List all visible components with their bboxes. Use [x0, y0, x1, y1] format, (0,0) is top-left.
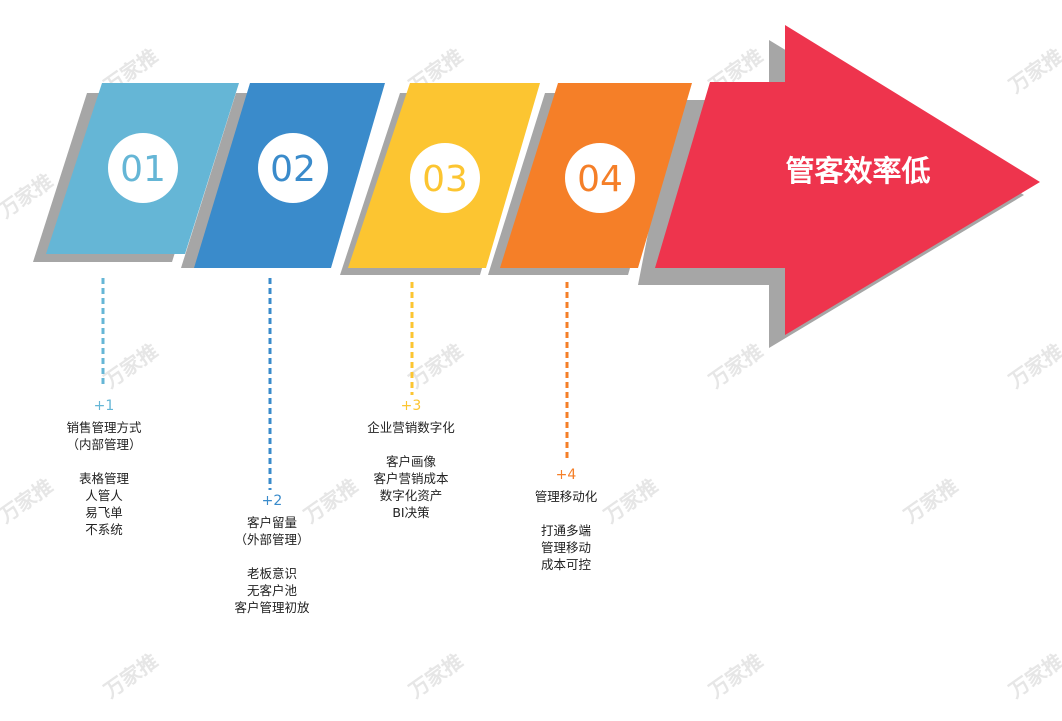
step-4-shape: 04 — [488, 83, 692, 275]
step-1-item: 易飞单 — [85, 505, 123, 520]
step-2-text: +2 客户留量 （外部管理） 老板意识 无客户池 客户管理初放 — [222, 493, 322, 616]
step-3-badge: 03 — [422, 159, 468, 200]
step-1-text: +1 销售管理方式 （内部管理） 表格管理 人管人 易飞单 不系统 — [52, 398, 156, 538]
step-3-item: 客户营销成本 — [373, 471, 449, 486]
step-1-item: 不系统 — [85, 522, 123, 537]
step-1-shape: 01 — [33, 83, 239, 262]
step-1-title: 销售管理方式 — [66, 420, 142, 435]
step-1-item: 表格管理 — [78, 471, 129, 486]
step-2-badge: 02 — [270, 149, 316, 190]
step-1-badge-circle — [108, 133, 178, 203]
step-2-subtitle: （外部管理） — [234, 532, 310, 547]
step-3-text: +3 企业营销数字化 客户画像 客户营销成本 数字化资产 BI决策 — [356, 398, 466, 521]
arrow-group: 管客效率低 — [638, 25, 1040, 348]
step-4-item: 管理移动 — [540, 540, 591, 555]
step-2-item: 老板意识 — [246, 566, 297, 581]
arrow-title: 管客效率低 — [785, 154, 930, 188]
step-3-item: 数字化资产 — [379, 488, 443, 503]
step-4-text: +4 管理移动化 打通多端 管理移动 成本可控 — [516, 467, 616, 573]
step-3-badge-circle — [410, 143, 480, 213]
step-2-item: 客户管理初放 — [234, 600, 310, 615]
step-2-shape: 02 — [181, 83, 385, 268]
step-1-number: +1 — [93, 398, 115, 414]
arrow-shape — [655, 25, 1040, 335]
step-2-number: +2 — [261, 493, 283, 509]
step-2-badge-circle — [258, 133, 328, 203]
step-3-title: 企业营销数字化 — [367, 420, 455, 435]
step-2-title: 客户留量 — [246, 515, 297, 530]
step-1-badge: 01 — [120, 149, 166, 190]
step-3-item: BI决策 — [392, 505, 430, 520]
step-1-item: 人管人 — [85, 488, 123, 503]
step-4-item: 成本可控 — [540, 557, 591, 572]
step-2-item: 无客户池 — [246, 583, 297, 598]
step-4-number: +4 — [555, 467, 577, 483]
step-4-title: 管理移动化 — [534, 489, 598, 504]
step-3-shape: 03 — [340, 83, 540, 275]
step-3-item: 客户画像 — [385, 454, 436, 469]
step-1-subtitle: （内部管理） — [66, 437, 142, 452]
step-4-badge-circle — [565, 143, 635, 213]
step-4-item: 打通多端 — [540, 523, 591, 538]
step-4-badge: 04 — [577, 159, 623, 200]
step-3-number: +3 — [400, 398, 422, 414]
